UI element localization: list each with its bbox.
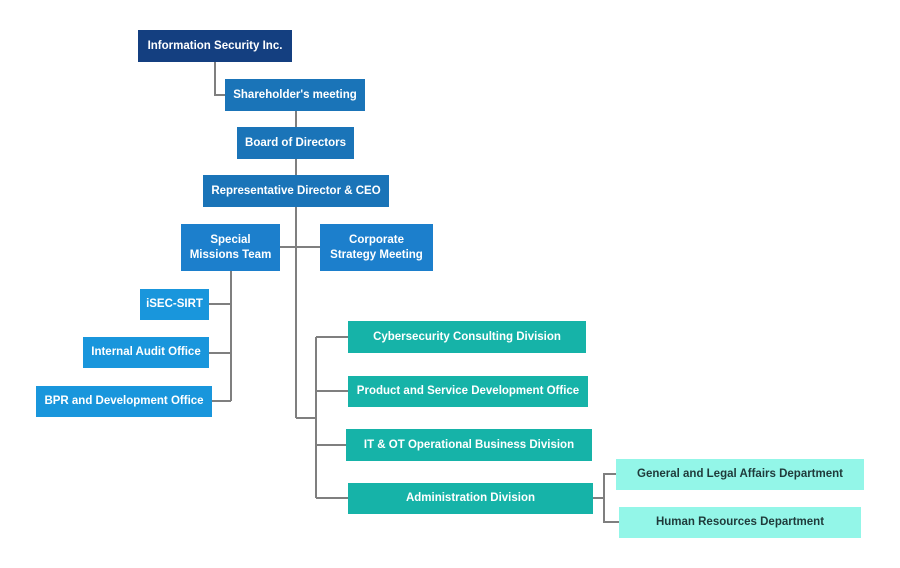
connector-company-shareholders <box>214 62 225 96</box>
internal-audit-office-box: Internal Audit Office <box>83 337 209 368</box>
connector-trunk-divisions <box>296 337 317 419</box>
ceo-box: Representative Director & CEO <box>203 175 389 207</box>
it-ot-operational-business-division-box: IT & OT Operational Business Division <box>346 429 592 461</box>
board-of-directors-box: Board of Directors <box>237 127 354 159</box>
product-service-development-office-box: Product and Service Development Office <box>348 376 588 407</box>
general-legal-affairs-department-box: General and Legal Affairs Department <box>616 459 864 490</box>
company-box: Information Security Inc. <box>138 30 292 62</box>
shareholders-meeting-box: Shareholder's meeting <box>225 79 365 111</box>
human-resources-department-box: Human Resources Department <box>619 507 861 538</box>
cybersecurity-consulting-division-box: Cybersecurity Consulting Division <box>348 321 586 353</box>
corporate-strategy-meeting-box: Corporate Strategy Meeting <box>320 224 433 271</box>
connector-admin-depts <box>603 473 619 523</box>
bpr-development-office-box: BPR and Development Office <box>36 386 212 417</box>
administration-division-box: Administration Division <box>348 483 593 514</box>
special-missions-team-box: Special Missions Team <box>181 224 280 271</box>
isec-sirt-box: iSEC-SIRT <box>140 289 209 320</box>
